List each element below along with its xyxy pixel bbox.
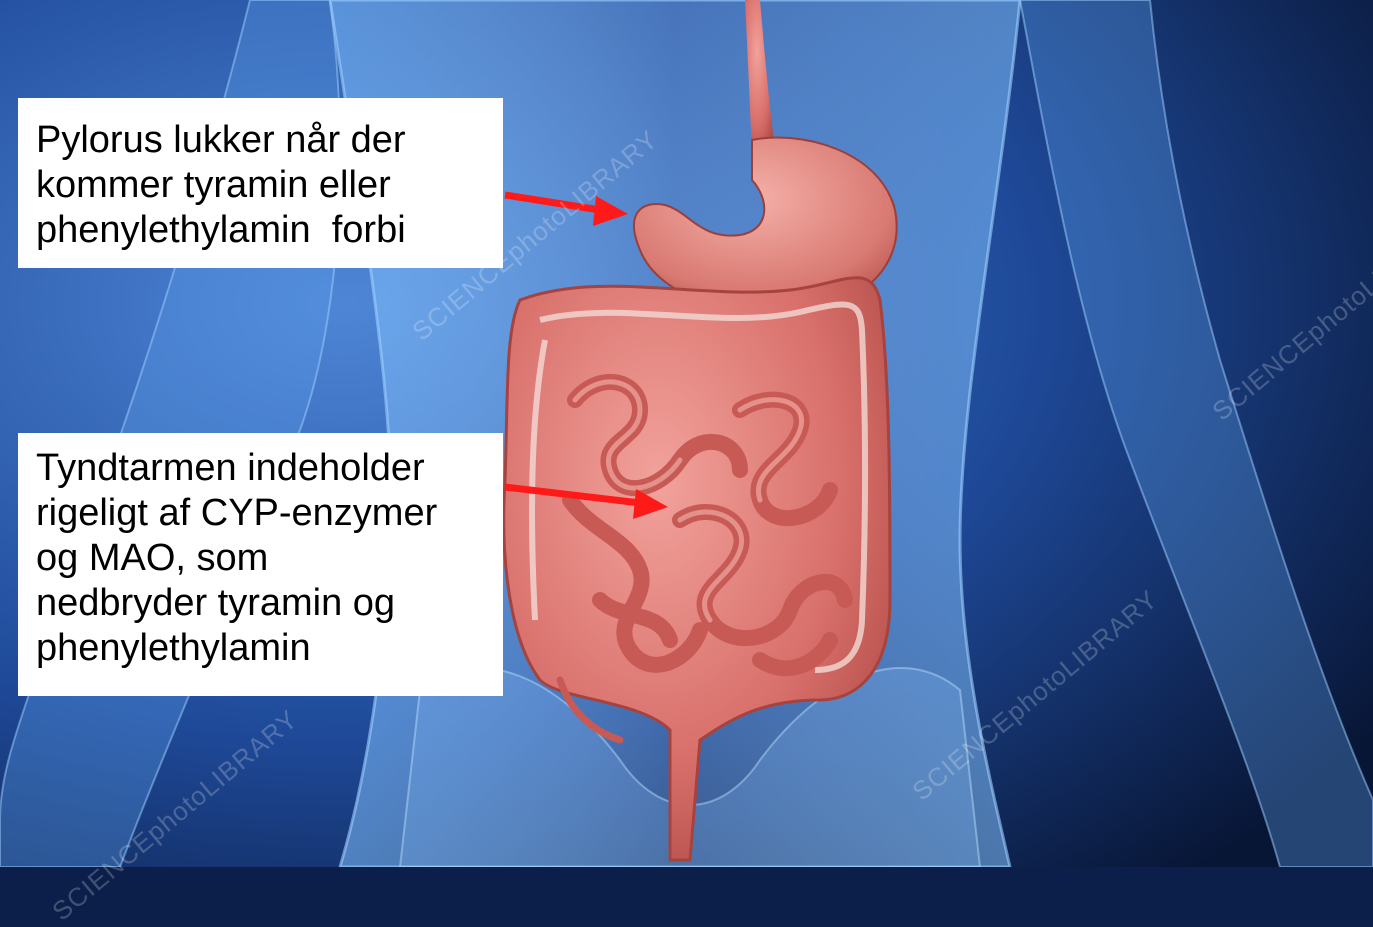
callout-small-intestine-line: og MAO, som	[36, 536, 489, 581]
callout-small-intestine-line: rigeligt af CYP-enzymer	[36, 491, 489, 536]
callout-small-intestine-line: Tyndtarmen indeholder	[36, 446, 489, 491]
callout-small-intestine: Tyndtarmen indeholder rigeligt af CYP-en…	[18, 433, 503, 696]
callout-pylorus-line: kommer tyramin eller	[36, 163, 489, 208]
callout-small-intestine-line: phenylethylamin	[36, 626, 489, 671]
callout-pylorus-line: phenylethylamin forbi	[36, 208, 489, 253]
callout-pylorus: Pylorus lukker når der kommer tyramin el…	[18, 98, 503, 268]
callout-pylorus-line: Pylorus lukker når der	[36, 118, 489, 163]
callout-small-intestine-line: nedbryder tyramin og	[36, 581, 489, 626]
